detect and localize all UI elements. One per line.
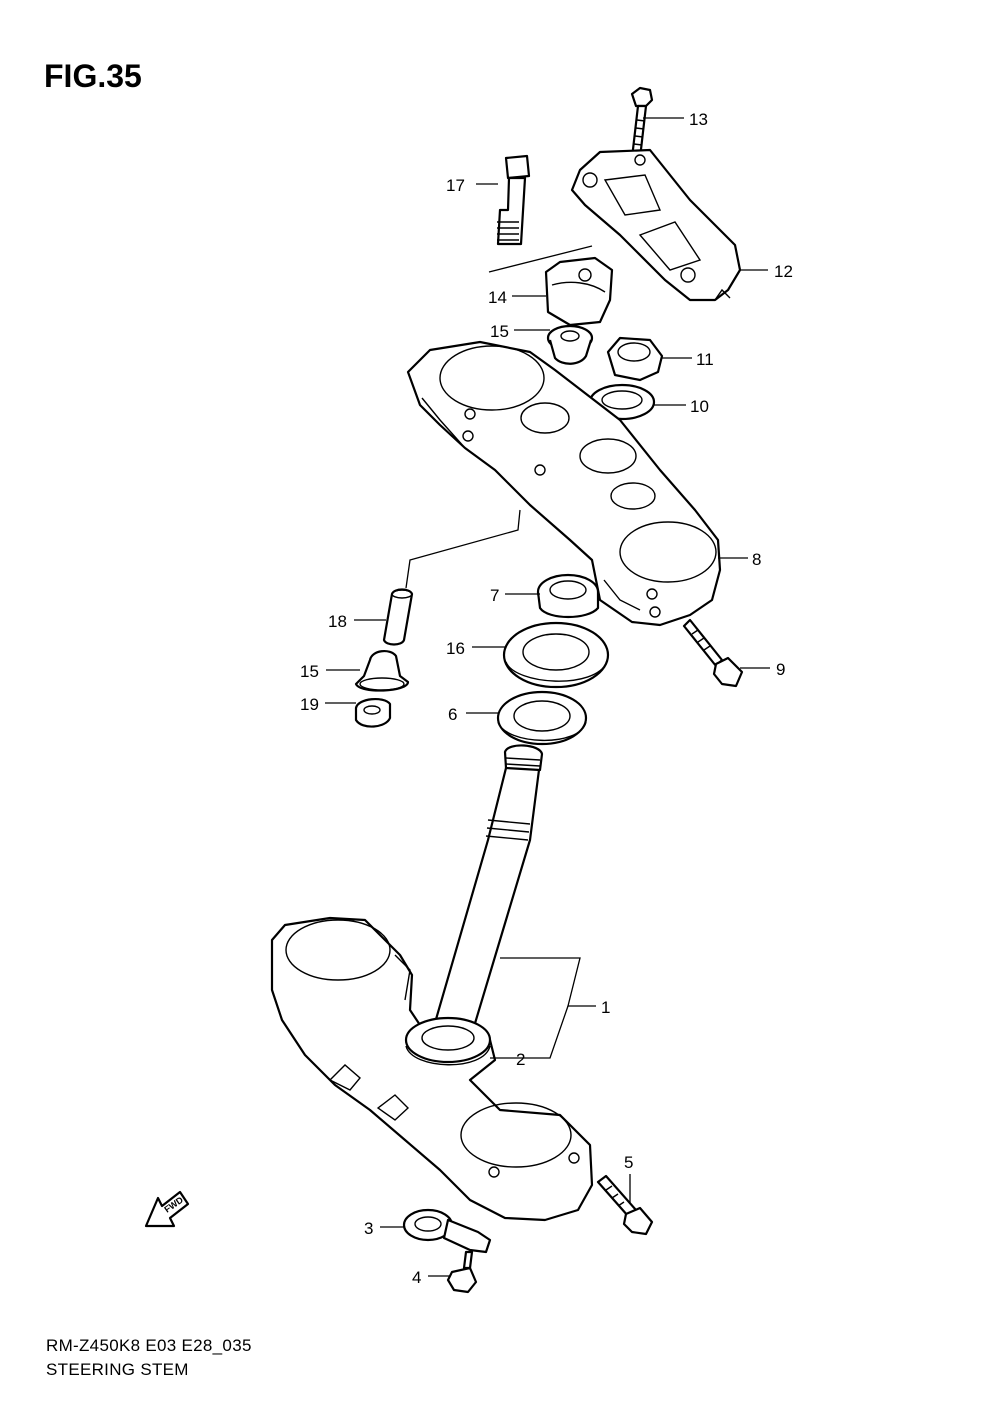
- callout-7: 7: [490, 586, 499, 605]
- callout-1: 1: [601, 998, 610, 1017]
- callout-2: 2: [516, 1050, 525, 1069]
- alignment-line-17: [488, 245, 593, 273]
- callout-6: 6: [448, 705, 457, 724]
- part-4-bolt: [446, 1250, 478, 1294]
- part-13-bolt: [630, 86, 654, 160]
- figure-title: FIG.35: [44, 58, 142, 94]
- callout-13: 13: [689, 110, 708, 129]
- callout-10: 10: [690, 397, 709, 416]
- part-14-handlebar-holder-lower: [544, 256, 614, 327]
- fwd-arrow-icon: FWD: [144, 1190, 190, 1228]
- model-code: RM-Z450K8 E03 E28_035: [46, 1336, 252, 1355]
- part-19-nut: [354, 698, 392, 728]
- part-3-clamp: [402, 1208, 492, 1254]
- callout-12: 12: [774, 262, 793, 281]
- callout-5: 5: [624, 1153, 633, 1172]
- part-15-cushion-upper: [546, 324, 594, 365]
- part-8-upper-bracket: [406, 340, 722, 627]
- part-6-bearing: [496, 690, 588, 746]
- part-16-dust-seal: [502, 621, 610, 689]
- callout-14: 14: [488, 288, 507, 307]
- callout-3: 3: [364, 1219, 373, 1238]
- callout-18: 18: [328, 612, 347, 631]
- callout-11: 11: [696, 350, 714, 369]
- part-17-bolt: [496, 154, 531, 246]
- part-1-steering-stem: [270, 744, 594, 1222]
- callout-9: 9: [776, 660, 785, 679]
- figure-name: STEERING STEM: [46, 1360, 189, 1379]
- callout-4: 4: [412, 1268, 421, 1287]
- callout-15-lower: 15: [300, 662, 319, 681]
- part-2-bearing: [404, 1016, 492, 1066]
- part-18-pipe: [382, 588, 414, 646]
- callout-19: 19: [300, 695, 319, 714]
- part-9-bolt: [682, 618, 744, 688]
- callout-17: 17: [446, 176, 465, 195]
- part-7-nut: [536, 573, 600, 618]
- alignment-line-18: [405, 509, 521, 589]
- part-15-cushion-lower: [354, 650, 410, 692]
- part-5-bolt: [596, 1174, 654, 1236]
- callout-labels: 13 17 12 14 15 11 10 8 7 18 16 9 15 19 6…: [300, 110, 793, 1287]
- callout-8: 8: [752, 550, 761, 569]
- part-12-handlebar-holder: [570, 148, 742, 302]
- part-11-steering-nut: [606, 336, 664, 382]
- callout-15-upper: 15: [490, 322, 509, 341]
- callout-16: 16: [446, 639, 465, 658]
- leader-lines: [325, 117, 770, 1277]
